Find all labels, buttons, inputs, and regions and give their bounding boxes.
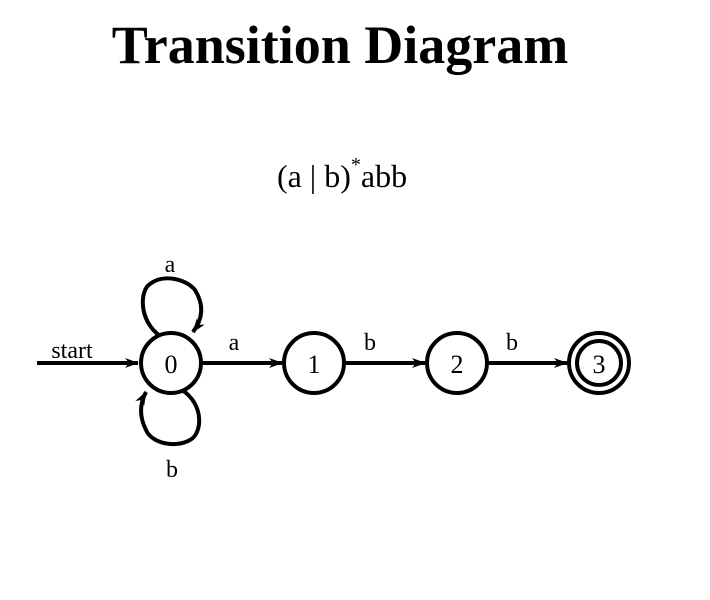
self-loop-a-edge xyxy=(140,276,205,338)
edge-1-to-2-label: b xyxy=(364,330,376,356)
page-title: Transition Diagram xyxy=(111,15,569,75)
state-2: 2 xyxy=(425,331,489,395)
edge-0-to-1-label: a xyxy=(229,330,240,356)
self-loop-b-label: b xyxy=(166,457,178,483)
state-0: 0 xyxy=(139,331,203,395)
state-3-label: 3 xyxy=(593,350,606,379)
regular-expression: (a | b)*abb xyxy=(0,154,684,195)
state-1-label: 1 xyxy=(308,350,321,379)
state-0-label: 0 xyxy=(165,350,178,379)
self-loop-b-edge xyxy=(135,388,202,447)
regex-kleene-star: * xyxy=(350,154,361,177)
self-loop-a-label: a xyxy=(165,252,176,278)
state-1: 1 xyxy=(282,331,346,395)
regex-suffix: abb xyxy=(360,158,408,194)
start-label: start xyxy=(51,338,93,364)
state-2-label: 2 xyxy=(451,350,464,379)
state-3-accepting: 3 xyxy=(567,331,631,395)
edge-2-to-3-label: b xyxy=(506,330,518,356)
regex-prefix: (a | b) xyxy=(276,158,351,194)
